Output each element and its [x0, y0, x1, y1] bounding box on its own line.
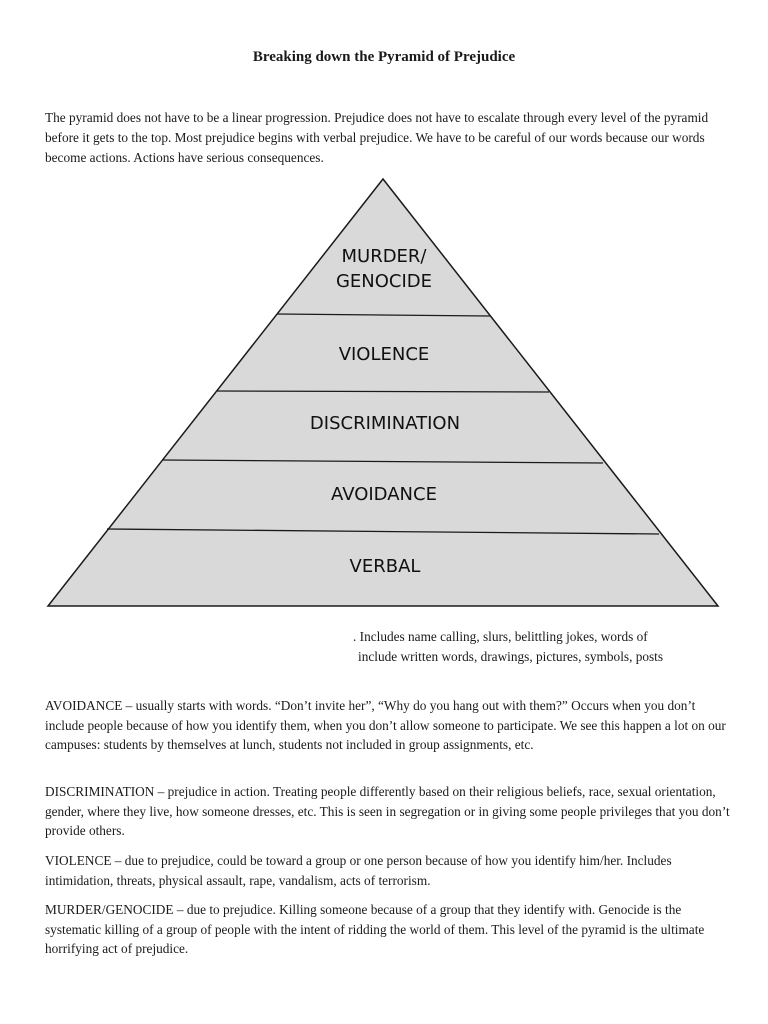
- verbal-note-line2: include written words, drawings, picture…: [358, 649, 664, 664]
- tier-label-discrimination: DISCRIMINATION: [310, 413, 460, 434]
- tier-label-avoidance: AVOIDANCE: [331, 484, 437, 505]
- definition-violence: VIOLENCE – due to prejudice, could be to…: [45, 853, 672, 888]
- tier-divider-avoidance-verbal: [106, 528, 660, 535]
- verbal-note: . Includes name calling, slurs, belittli…: [353, 627, 753, 667]
- definition-avoidance: AVOIDANCE – usually starts with words. “…: [45, 698, 726, 752]
- tier-divider-violence-discrimination: [216, 390, 550, 393]
- verbal-note-line1: . Includes name calling, slurs, belittli…: [353, 629, 648, 644]
- definition-discrimination: DISCRIMINATION – prejudice in action. Tr…: [45, 784, 730, 838]
- tier-divider-discrimination-avoidance: [161, 459, 604, 464]
- tier-label-murder-line1: MURDER/: [341, 246, 427, 267]
- definition-murder-genocide: MURDER/GENOCIDE – due to prejudice. Kill…: [45, 902, 705, 956]
- document-title: Breaking down the Pyramid of Prejudice: [252, 49, 516, 65]
- pyramid-diagram: MURDER/ GENOCIDE VIOLENCE DISCRIMINATION…: [46, 177, 720, 607]
- tier-divider-murder-violence: [276, 313, 491, 317]
- tier-label-violence: VIOLENCE: [339, 344, 430, 365]
- tier-label-murder-line2: GENOCIDE: [336, 271, 432, 292]
- intro-paragraph: The pyramid does not have to be a linear…: [45, 110, 709, 165]
- pyramid-shape: [46, 177, 720, 607]
- tier-label-verbal: VERBAL: [350, 556, 421, 577]
